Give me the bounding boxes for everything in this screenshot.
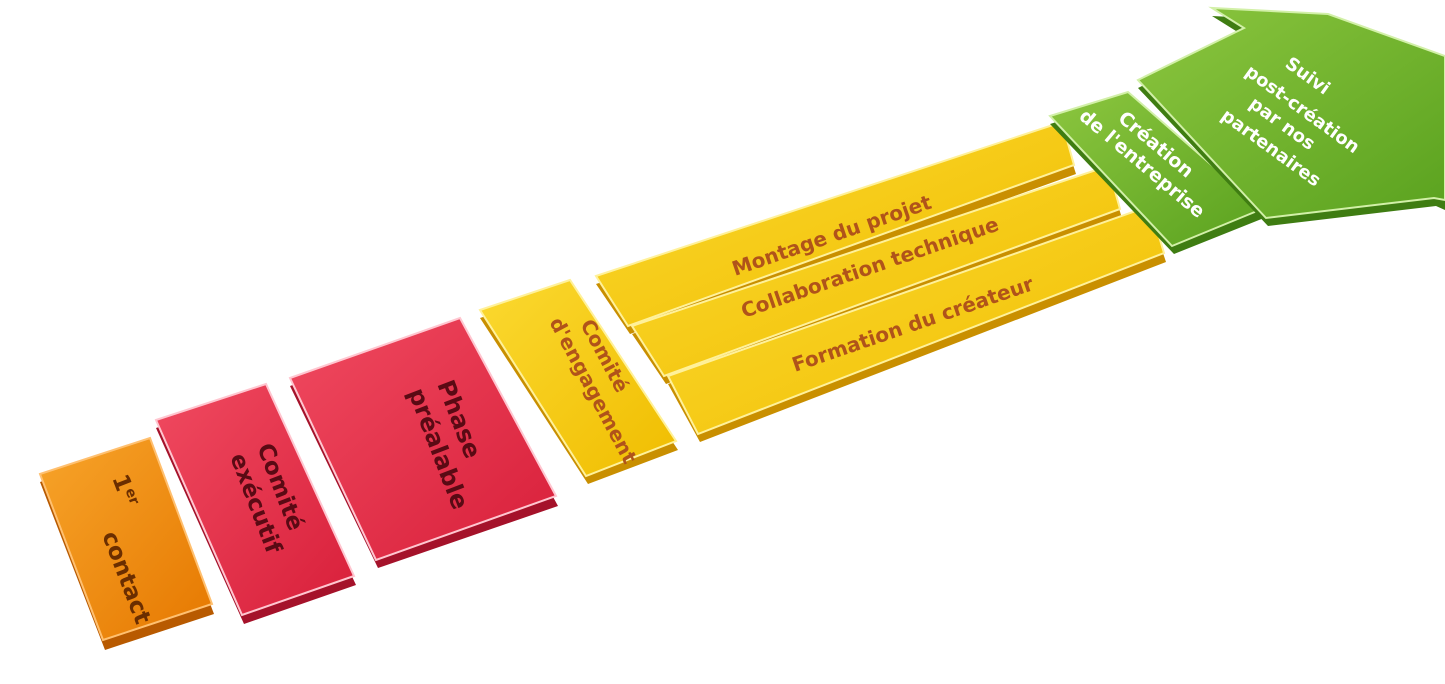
process-diagram: 1er contact Comité exécutif Phase préala…	[0, 0, 1445, 684]
